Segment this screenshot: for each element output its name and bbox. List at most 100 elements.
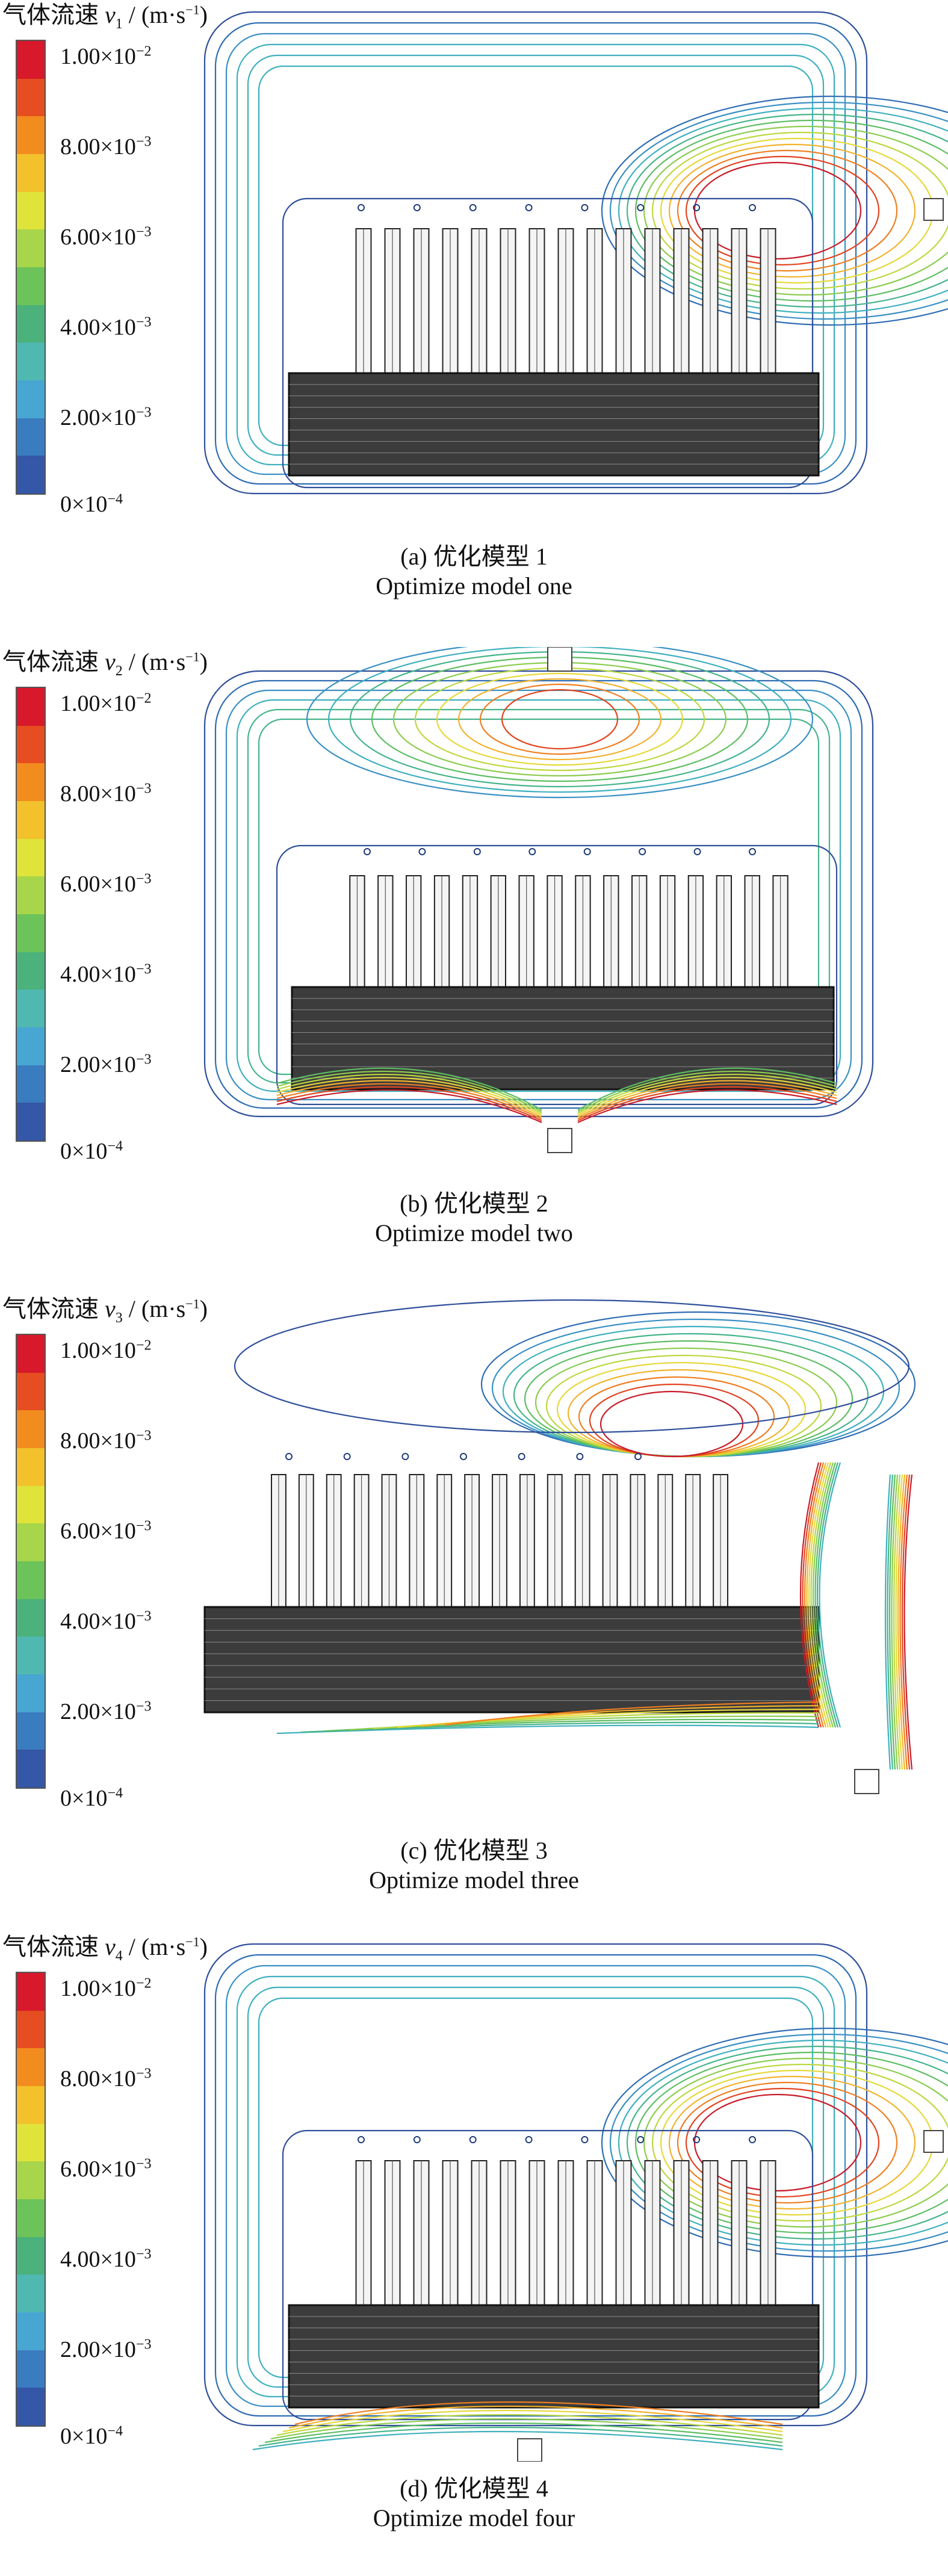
colorbar-segment — [17, 1599, 45, 1637]
colorbar-segment — [17, 1561, 45, 1599]
velocity-contour-line — [677, 2081, 898, 2204]
panel-d: 气体流速 v4 / (m·s−1) 1.00×10−2 8.00×10−3 6.… — [0, 1932, 948, 2576]
colorbar-segment — [17, 1410, 45, 1449]
panel-b: 气体流速 v2 / (m·s−1) 1.00×10−2 8.00×10−3 6.… — [0, 647, 948, 1291]
colorbar-segment — [17, 154, 45, 192]
colorbar-segment — [17, 2388, 45, 2426]
velocity-contour-line — [225, 689, 852, 1101]
velocity-contour-line — [214, 1954, 857, 2417]
caption-english: Optimize model two — [375, 1219, 573, 1246]
colorbar-tick-label: 0×10−4 — [60, 491, 123, 517]
sensor-node — [418, 848, 426, 855]
caption-english: Optimize model four — [373, 2504, 575, 2531]
velocity-contour-line — [685, 2087, 880, 2198]
colorbar-segment — [17, 2161, 45, 2200]
velocity-contour-diagram — [203, 11, 948, 495]
colorbar-tick-label: 4.00×10−3 — [60, 961, 152, 987]
colorbar-tick-label: 0×10−4 — [60, 1785, 123, 1811]
velocity-contour-diagram — [203, 1299, 916, 1794]
sensor-node — [469, 2136, 477, 2143]
sensor-node — [285, 1453, 293, 1460]
velocity-contour-line — [294, 2401, 783, 2426]
colorbar-tick-label: 8.00×10−3 — [60, 134, 152, 159]
battery-module-mesh — [203, 1606, 820, 1714]
sensor-node — [358, 204, 365, 211]
colorbar-segment — [17, 456, 45, 494]
air-outlet — [547, 1128, 572, 1153]
velocity-contour-line — [577, 1067, 837, 1110]
colorbar-segment — [17, 1485, 45, 1524]
colorbar-segment — [17, 2048, 45, 2087]
sensor-node — [460, 1453, 467, 1460]
velocity-contour-line — [276, 1086, 542, 1121]
velocity-contour-line — [300, 1721, 819, 1733]
colorbar-tick-label: 1.00×10−2 — [60, 43, 152, 69]
velocity-contour-line — [306, 647, 813, 799]
colorbar-segment — [17, 342, 45, 381]
colorbar-segment — [17, 2237, 45, 2275]
velocity-contour-line — [643, 125, 948, 296]
colorbar-segment — [17, 763, 45, 802]
velocity-contour-line — [288, 2405, 783, 2429]
sensor-node — [576, 1453, 584, 1460]
velocity-contour-line — [445, 1701, 819, 1726]
colorbar-tick-label: 6.00×10−3 — [60, 871, 152, 897]
colorbar-segment — [17, 1103, 45, 1141]
colorbar-segment — [17, 838, 45, 877]
velocity-contour-line — [328, 647, 792, 793]
velocity-contour-line — [618, 107, 948, 314]
colorbar-segment — [17, 1636, 45, 1675]
velocity-contour-line — [545, 1354, 822, 1458]
velocity-contour-line — [899, 1474, 908, 1770]
velocity-contour-line — [577, 1074, 837, 1114]
panel-title: 气体流速 v2 / (m·s−1) — [2, 648, 208, 679]
sensor-node — [637, 204, 645, 211]
colorbar-segment — [17, 914, 45, 952]
sensor-node — [634, 1453, 642, 1460]
colorbar-segment — [17, 1674, 45, 1712]
colorbar-tick-label: 4.00×10−3 — [60, 314, 152, 340]
velocity-contour-line — [668, 2075, 916, 2210]
sensor-node — [525, 2136, 533, 2143]
velocity-contour-line — [643, 2057, 948, 2228]
velocity-contour-line — [897, 1474, 906, 1770]
sensor-node — [583, 848, 591, 855]
colorbar-segment — [17, 267, 45, 305]
velocity-contour-line — [276, 1724, 819, 1735]
air-outlet — [517, 2438, 542, 2462]
velocity-contour-line — [258, 2426, 783, 2447]
colorbar-segment — [17, 41, 45, 79]
battery-module-mesh — [288, 372, 820, 477]
velocity-contour-line — [457, 678, 662, 761]
colorbar-tick-label: 2.00×10−3 — [60, 2336, 152, 2362]
sensor-node — [413, 2136, 421, 2143]
sensor-node — [581, 2136, 589, 2143]
velocity-contour-line — [264, 2422, 783, 2444]
colorbar-segment — [17, 1750, 45, 1788]
sensor-node — [749, 204, 756, 211]
colorbar-segment — [17, 1027, 45, 1065]
sensor-node — [693, 848, 701, 855]
battery-module-mesh — [291, 986, 835, 1091]
air-inlet — [923, 2130, 944, 2153]
velocity-contour-diagram — [203, 1943, 948, 2462]
panel-a: 气体流速 v1 / (m·s−1) 1.00×10−2 8.00×10−3 6.… — [0, 0, 948, 644]
panel-c: 气体流速 v3 / (m·s−1) 1.00×10−2 8.00×10−3 6.… — [0, 1294, 948, 1938]
colorbar-tick-label: 2.00×10−3 — [60, 404, 152, 430]
air-inlet — [923, 198, 944, 221]
colorbar-segment — [17, 2312, 45, 2350]
caption-english: Optimize model three — [369, 1866, 579, 1893]
velocity-contour-line — [282, 2409, 783, 2433]
caption-chinese: (d) 优化模型 4 — [400, 2475, 548, 2502]
velocity-contour-line — [626, 2045, 948, 2240]
velocity-contour-line — [808, 1462, 829, 1728]
colorbar-tick-label: 1.00×10−2 — [60, 690, 152, 716]
velocity-contour-line — [276, 1067, 542, 1110]
colorbar-tick-label: 6.00×10−3 — [60, 2156, 152, 2182]
sensor-node — [364, 848, 371, 855]
velocity-contour-line — [810, 1462, 832, 1728]
colorbar-segment — [17, 2350, 45, 2388]
colorbar-segment — [17, 191, 45, 230]
colorbar-segment — [17, 1973, 45, 2011]
panel-title: 气体流速 v3 / (m·s−1) — [2, 1295, 208, 1326]
